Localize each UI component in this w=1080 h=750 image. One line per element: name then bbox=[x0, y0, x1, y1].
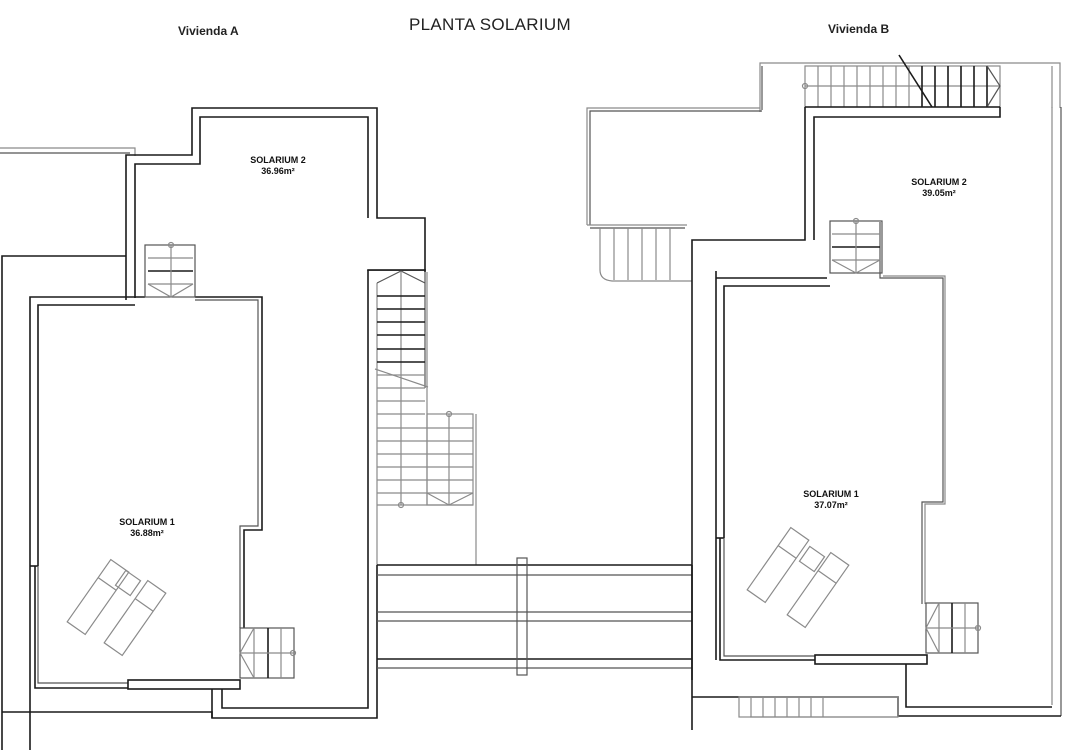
room-name: SOLARIUM 2 bbox=[250, 155, 306, 165]
room-name: SOLARIUM 1 bbox=[803, 489, 859, 499]
room-area: 36.96m² bbox=[261, 166, 295, 176]
room-label-b-solarium-1: SOLARIUM 1 37.07m² bbox=[796, 489, 866, 511]
side-table-icon bbox=[114, 569, 142, 597]
central-stair bbox=[367, 269, 693, 680]
room-label-a-solarium-1: SOLARIUM 1 36.88m² bbox=[112, 517, 182, 539]
unit-a-walls bbox=[0, 107, 426, 750]
room-label-a-solarium-2: SOLARIUM 2 36.96m² bbox=[243, 155, 313, 177]
room-label-b-solarium-2: SOLARIUM 2 39.05m² bbox=[904, 177, 974, 199]
room-area: 36.88m² bbox=[130, 528, 164, 538]
unit-b-label: Vivienda B bbox=[828, 22, 890, 36]
page-title: PLANTA SOLARIUM bbox=[409, 15, 571, 34]
unit-a-label: Vivienda A bbox=[178, 24, 239, 38]
unit-b-walls bbox=[586, 54, 1062, 730]
lounger-icon bbox=[66, 558, 130, 636]
room-area: 37.07m² bbox=[814, 500, 848, 510]
lounger-icon bbox=[103, 579, 167, 657]
side-table-icon bbox=[798, 545, 826, 573]
room-name: SOLARIUM 1 bbox=[119, 517, 175, 527]
room-name: SOLARIUM 2 bbox=[911, 177, 967, 187]
lounger-icon bbox=[746, 526, 810, 604]
room-area: 39.05m² bbox=[922, 188, 956, 198]
lounger-icon bbox=[786, 551, 850, 629]
